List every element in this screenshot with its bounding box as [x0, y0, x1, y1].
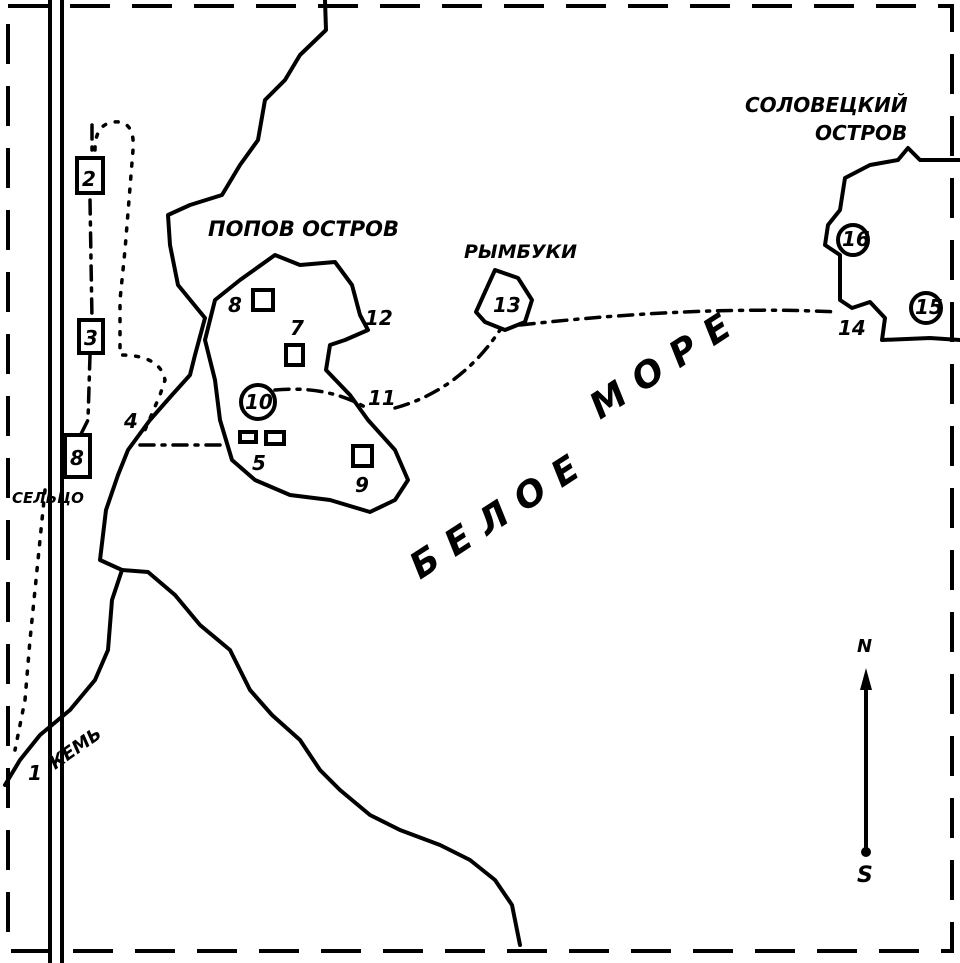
site-square — [264, 430, 286, 446]
marker-8-station: 8 — [70, 446, 84, 470]
site-square — [251, 288, 275, 312]
compass-north: N — [857, 636, 872, 657]
label-kem: КЕМЬ — [46, 723, 106, 774]
label-rymbuki: РЫМБУКИ — [464, 241, 577, 263]
rymbuki-island — [474, 268, 534, 332]
solovetsky-island-coast — [823, 146, 960, 342]
map-frame — [6, 4, 954, 953]
label-settlement: СЕЛЬЦО — [12, 489, 84, 507]
marker-7: 7 — [290, 316, 304, 340]
marker-16: 16 — [842, 227, 870, 251]
label-solovetsky-1: СОЛОВЕЦКИЙ — [745, 93, 908, 117]
route-loop — [93, 120, 167, 432]
marker-13: 13 — [493, 293, 521, 317]
site-circle-10 — [239, 383, 277, 421]
marker-14: 14 — [838, 316, 866, 340]
compass-base-icon — [861, 847, 871, 857]
route-south — [13, 488, 47, 752]
site-circle-16 — [836, 223, 870, 257]
marker-3: 3 — [84, 326, 98, 350]
coastline-mainland-east — [120, 568, 522, 947]
marker-11: 11 — [368, 386, 396, 410]
marker-10: 10 — [245, 390, 273, 414]
label-solovetsky-2: ОСТРОВ — [815, 121, 907, 145]
coastline-mainland-south — [3, 568, 124, 787]
marker-1: 1 — [28, 761, 42, 785]
marker-2: 2 — [82, 167, 96, 191]
site-square — [238, 430, 258, 444]
site-circle-15 — [909, 291, 943, 325]
label-popov-island: ПОПОВ ОСТРОВ — [208, 217, 399, 241]
marker-4: 4 — [123, 409, 138, 433]
marker-12: 12 — [365, 306, 393, 330]
compass-arrow-icon — [860, 668, 872, 690]
popov-island — [203, 253, 410, 514]
route-10-11 — [273, 387, 372, 412]
marker-box-3 — [77, 318, 105, 355]
compass: N S — [857, 636, 873, 888]
marker-9: 9 — [355, 473, 369, 497]
site-square — [284, 343, 305, 367]
compass-south: S — [857, 863, 873, 888]
marker-box-8 — [63, 433, 92, 479]
marker-15: 15 — [915, 295, 943, 319]
marker-5: 5 — [252, 451, 266, 475]
coastline-mainland-north — [98, 0, 328, 572]
route-11-13 — [393, 328, 502, 410]
site-square — [351, 444, 374, 468]
route-13-14 — [518, 308, 840, 327]
marker-8: 8 — [228, 293, 242, 317]
label-white-sea-1: БЕЛОЕ — [403, 440, 599, 587]
marker-box-2 — [75, 156, 105, 195]
